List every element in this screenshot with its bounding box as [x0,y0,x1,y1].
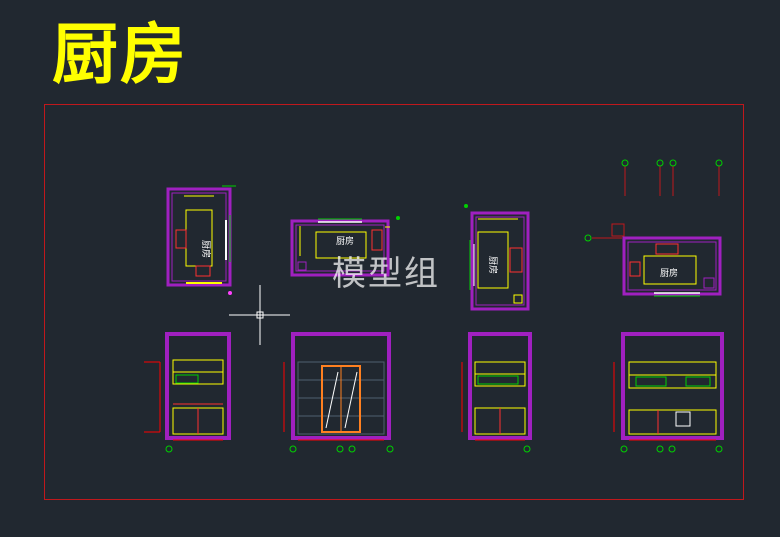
drawing-frame [44,104,744,500]
kitchen-elevation-2 [283,332,394,453]
plan-label-2: 厨房 [336,235,354,247]
page-title: 厨房 [52,16,188,93]
watermark: 模型组 [332,254,440,294]
kitchen-elevation-3 [461,332,532,453]
crosshair-cursor-icon [229,285,290,345]
kitchen-elevation-1 [144,332,231,453]
plan-label-4: 厨房 [660,267,678,279]
kitchen-plan-1 [166,185,236,295]
kitchen-elevation-4 [613,332,724,453]
plan-label-1: 厨房 [200,240,212,258]
plan-label-3: 厨房 [487,256,499,274]
kitchen-plan-3 [464,204,530,311]
kitchen-plan-4 [584,159,723,297]
kitchen-plan-2 [290,216,400,277]
